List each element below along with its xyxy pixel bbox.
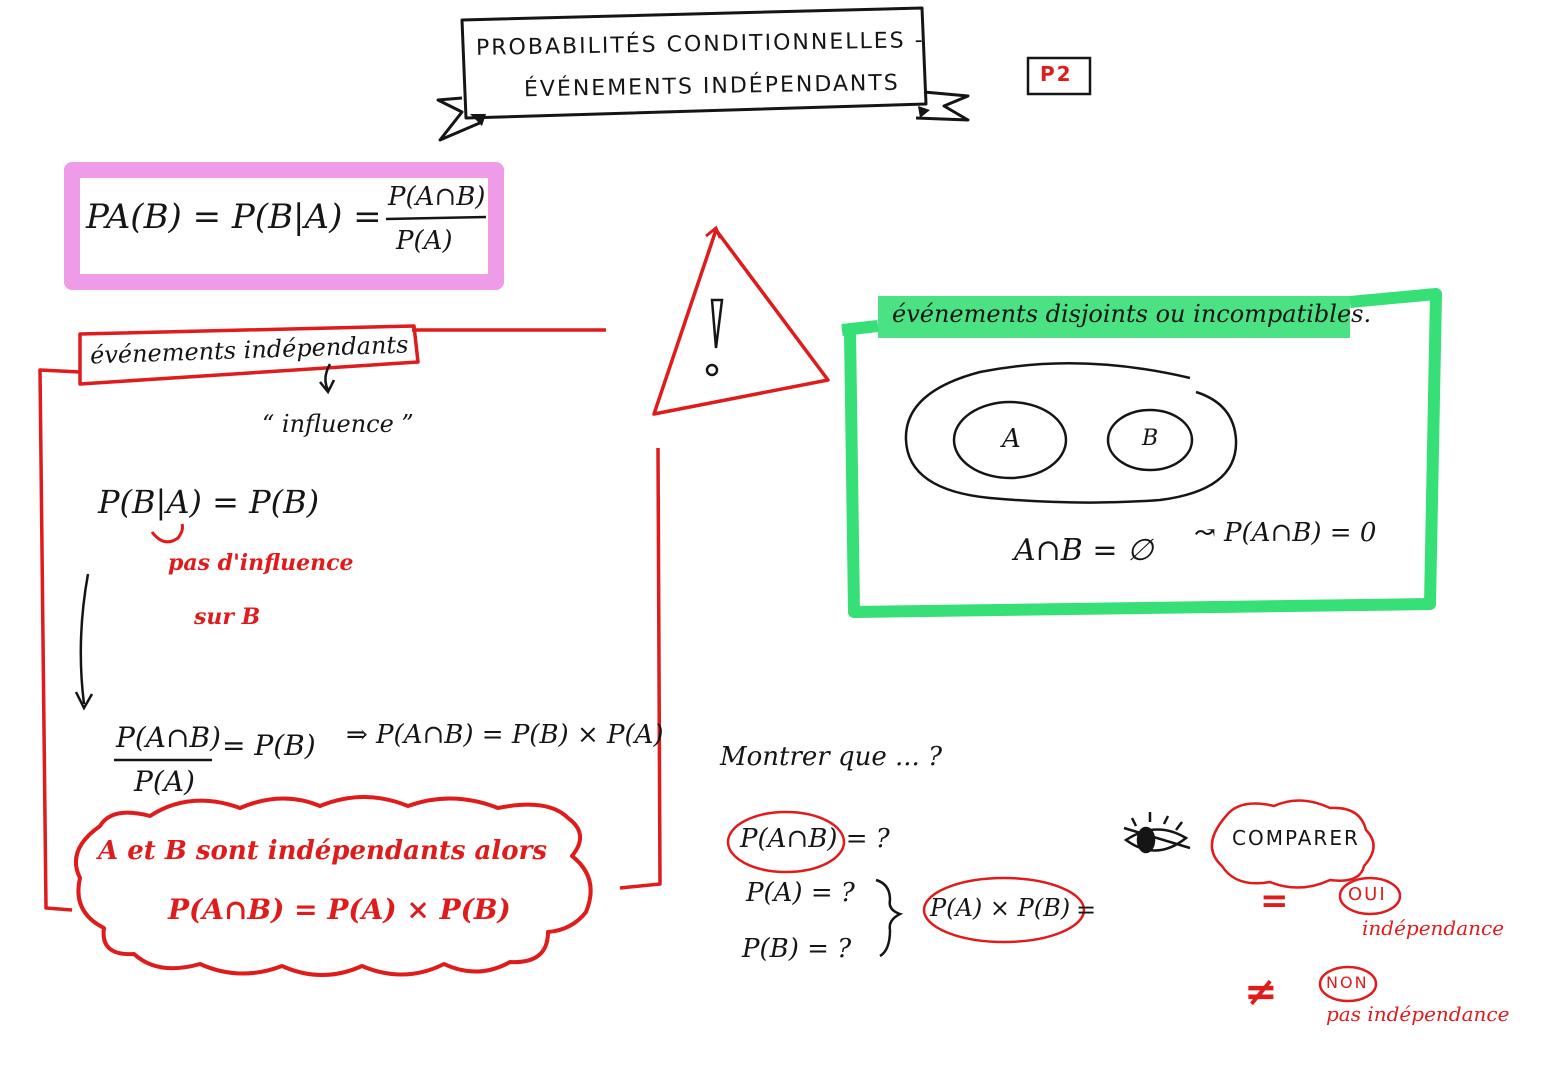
conclusion-line-2: P(A∩B) = P(A) × P(B) <box>168 893 511 926</box>
conclusion-line-1: A et B sont indépendants alors <box>98 836 547 866</box>
no-note: pas indépendance <box>1326 1002 1510 1026</box>
yes-note: indépendance <box>1362 916 1505 940</box>
definition-numerator: P(A∩B) <box>388 182 486 212</box>
yes-bubble <box>1338 876 1402 916</box>
method-p-a: P(A) = ? <box>746 878 855 908</box>
page-tag: P2 <box>1040 62 1073 86</box>
definition-lhs: PA(B) = P(B|A) = <box>86 197 382 237</box>
independent-frac-rhs: = P(B) <box>222 729 316 762</box>
definition-denominator: P(A) <box>396 226 453 256</box>
disjoint-label: événements disjoints ou incompatibles. <box>892 300 1372 328</box>
warning-bang-dot <box>705 363 719 377</box>
set-a-ellipse <box>952 400 1068 480</box>
zero-probability: ↝ P(A∩B) = 0 <box>1194 518 1377 548</box>
disjoint-label-highlight <box>878 296 1350 338</box>
influence-word: “ influence ” <box>262 410 414 438</box>
warning-tip <box>705 225 722 239</box>
independent-label-box <box>78 324 420 386</box>
long-down-arrow <box>74 573 94 711</box>
not-equal-sign: ≠ <box>1244 969 1278 1015</box>
conclusion-cloud <box>74 795 593 977</box>
compare-cloud <box>1210 799 1375 889</box>
method-question: Montrer que ... ? <box>720 742 943 772</box>
ribbon-fold-left <box>470 114 486 126</box>
empty-intersection: A∩B = ∅ <box>1014 533 1154 568</box>
eye-icon <box>1123 812 1191 854</box>
independent-implication: ⇒ P(A∩B) = P(B) × P(A) <box>346 720 664 750</box>
product-circle <box>922 876 1086 944</box>
influence-pointer <box>150 523 184 544</box>
set-b-label: B <box>1142 426 1159 451</box>
yes-label: OUI <box>1348 884 1387 905</box>
universe-set <box>904 362 1238 504</box>
independent-frac-denominator: P(A) <box>134 765 195 798</box>
title-banner-right-ribbon <box>915 90 970 122</box>
page-tag-frame <box>1026 56 1092 96</box>
warning-bang-stroke <box>710 298 724 349</box>
p-inter-circle <box>726 810 846 874</box>
warning-triangle <box>652 228 830 416</box>
ribbon-fold-right <box>918 106 930 118</box>
set-a-label: A <box>1002 424 1021 454</box>
no-influence-note-1: pas d'influence <box>168 550 354 576</box>
set-b-ellipse <box>1106 408 1194 472</box>
equal-sign: = <box>1260 881 1289 921</box>
disjoint-marker-frame <box>844 288 1442 618</box>
definition-fraction-bar <box>385 215 487 221</box>
no-influence-note-2: sur B <box>194 604 261 630</box>
definition-marker-frame <box>64 162 504 290</box>
title-banner <box>436 6 970 142</box>
method-p-b: P(B) = ? <box>742 934 852 964</box>
independence-equation: P(B|A) = P(B) <box>98 483 320 521</box>
curly-brace <box>875 878 904 958</box>
label-down-arrow <box>319 363 336 395</box>
title-banner-left-ribbon <box>436 96 483 142</box>
no-bubble <box>1318 965 1378 1003</box>
title-banner-frame <box>460 6 928 120</box>
method-product: P(A) × P(B) <box>930 894 1071 922</box>
independent-frac-numerator: P(A∩B) <box>116 721 221 754</box>
compare-label: COMPARER <box>1232 826 1360 850</box>
method-p-inter: P(A∩B) = ? <box>740 824 890 854</box>
method-product-eq: = <box>1076 896 1097 924</box>
independent-frame <box>38 324 662 912</box>
no-label: NON <box>1326 973 1369 992</box>
